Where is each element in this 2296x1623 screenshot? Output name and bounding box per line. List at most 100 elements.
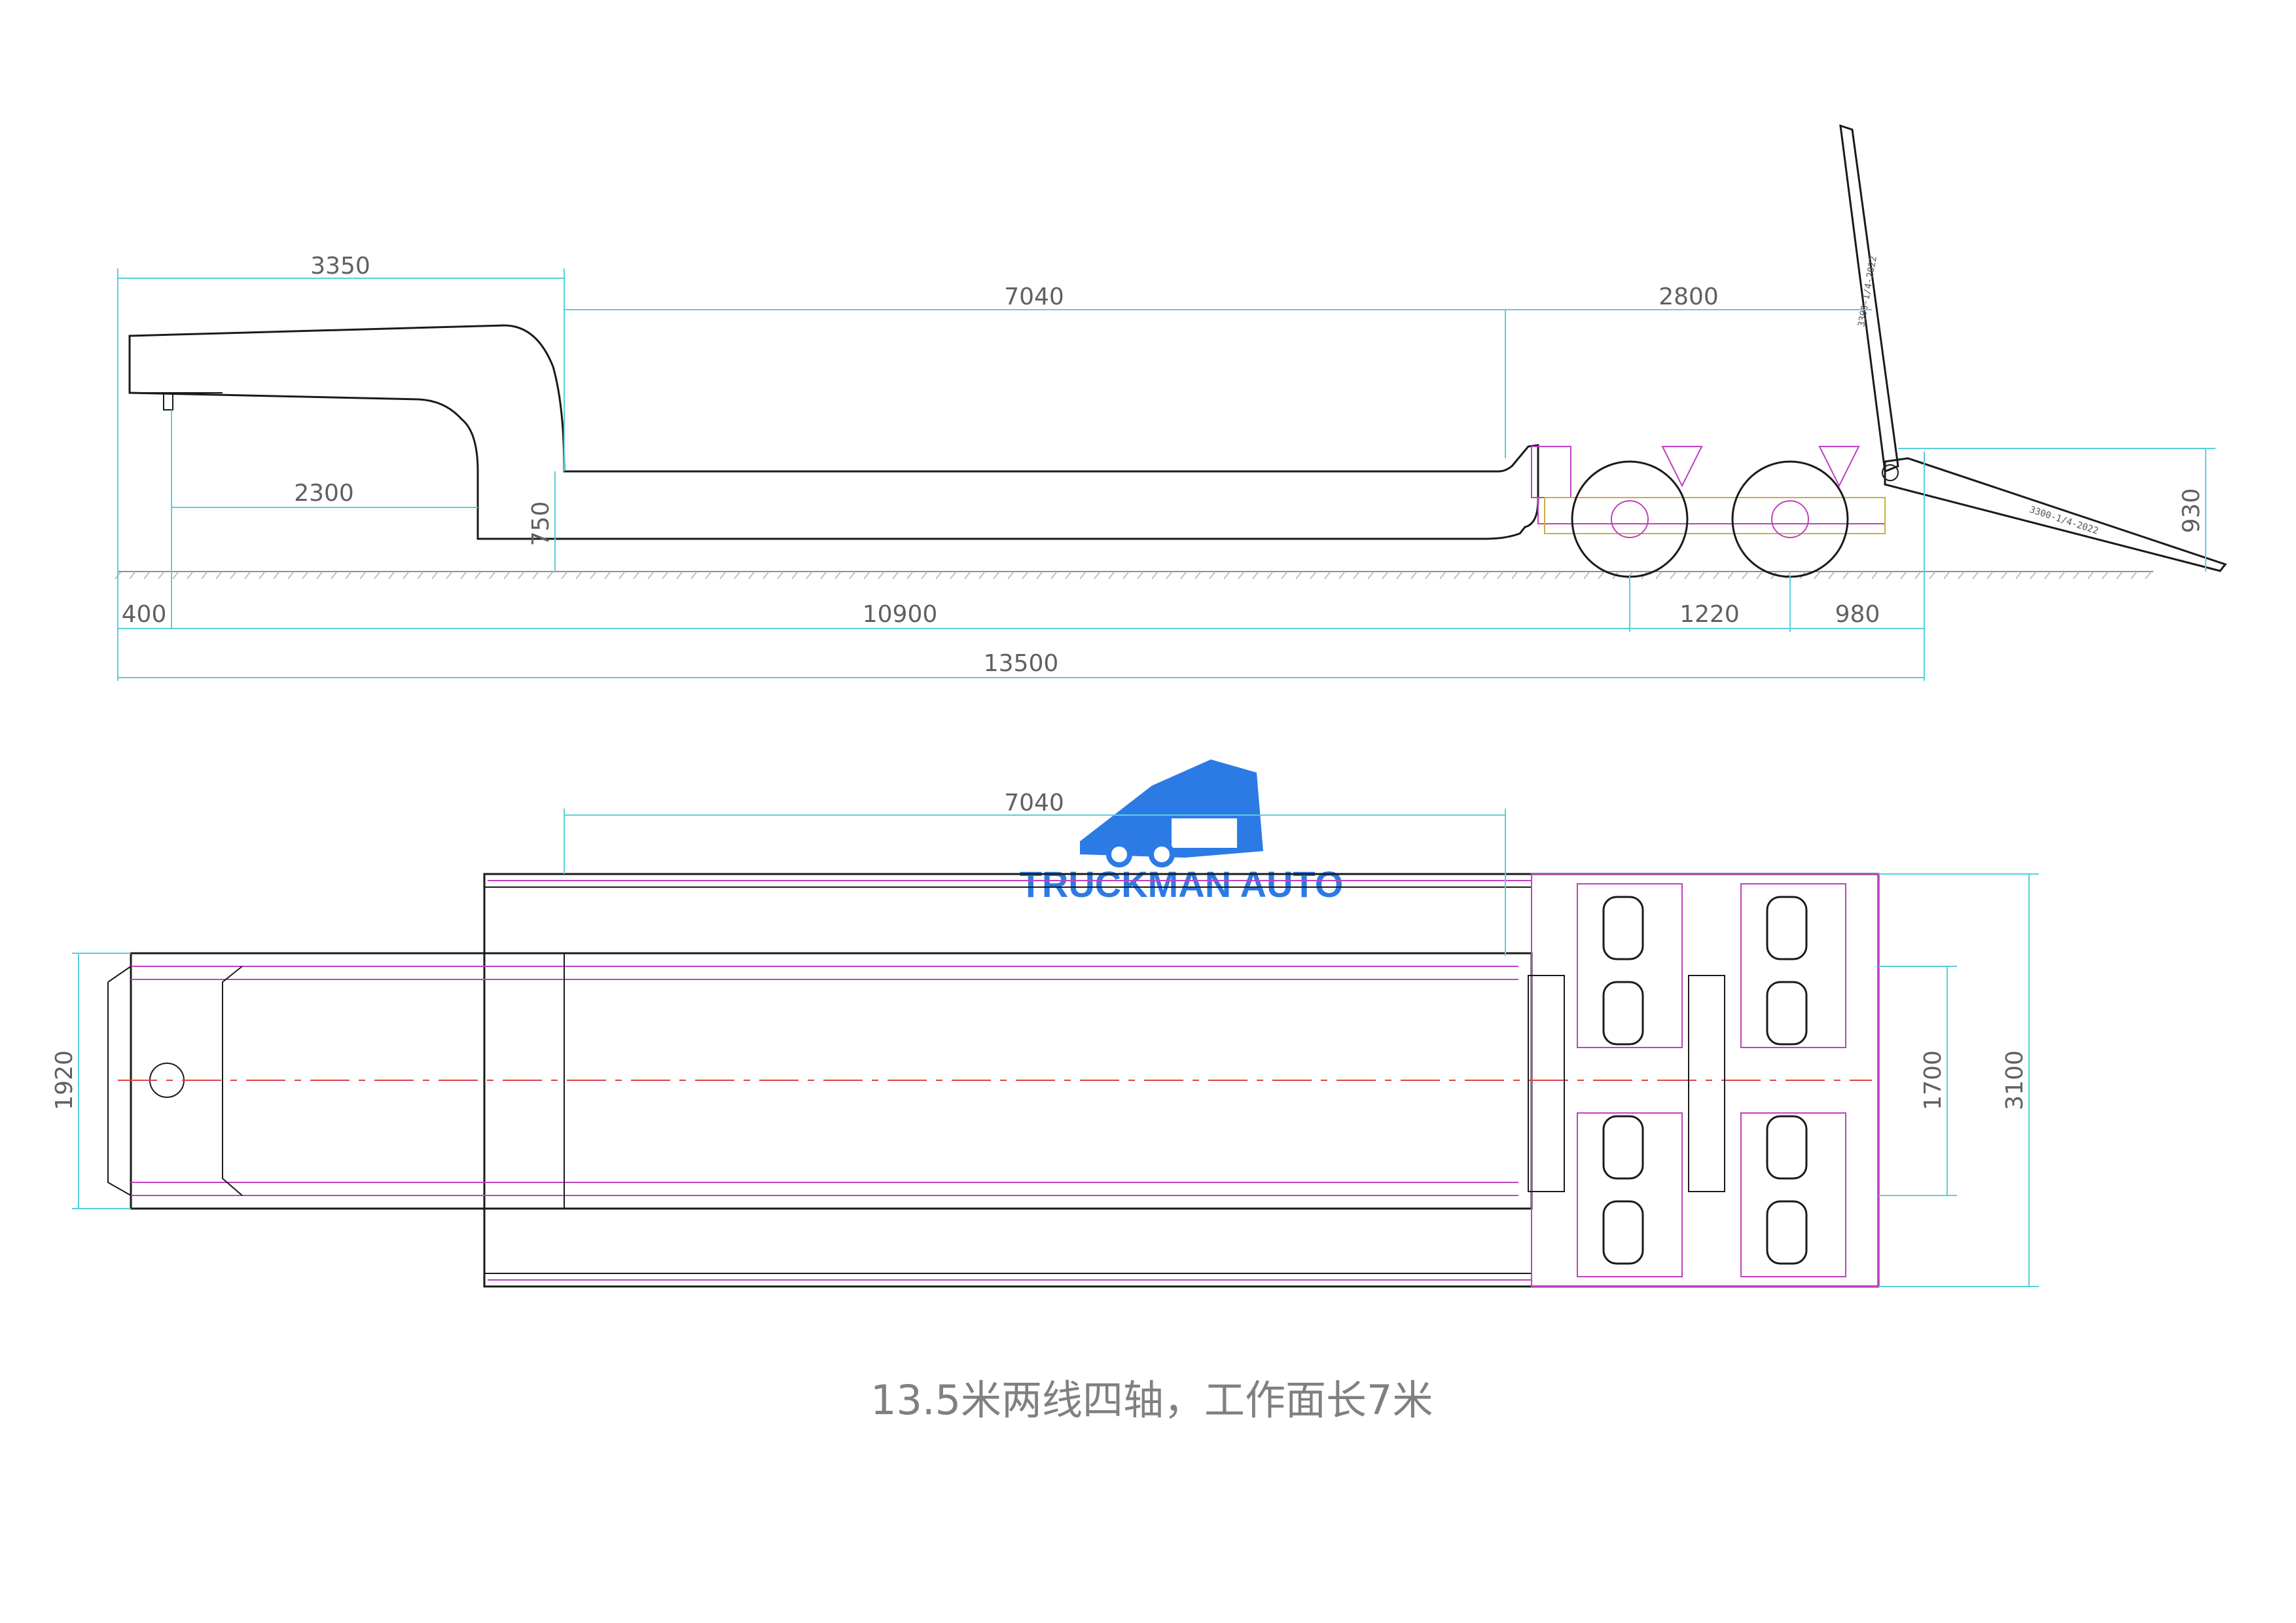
- dim-deck-height: 750: [528, 501, 554, 547]
- hatch-mark: [1137, 571, 1144, 579]
- hatch-mark: [820, 571, 827, 579]
- hatch-mark: [1972, 571, 1979, 579]
- brand-logo: TRUCKMAN AUTO: [1020, 759, 1344, 905]
- hatch-mark: [1540, 571, 1547, 579]
- hatch-mark: [244, 571, 251, 579]
- dim-neck-base: 2300: [294, 480, 354, 507]
- side-view: 3300-1/4-2022 3300-1/4-2022 3350 7040 28…: [115, 124, 2227, 681]
- hatch-mark: [1943, 571, 1950, 579]
- hatch-mark: [359, 571, 367, 579]
- wheel-top: [1766, 896, 1808, 960]
- hatch-mark: [1367, 571, 1374, 579]
- hatch-mark: [273, 571, 280, 579]
- hatch-mark: [1497, 571, 1504, 579]
- hatch-mark: [2073, 571, 2080, 579]
- hatch-mark: [417, 571, 424, 579]
- hatch-mark: [1036, 571, 1043, 579]
- hatch-mark: [691, 571, 698, 579]
- wheel-top: [1766, 1115, 1808, 1180]
- hatch-mark: [1252, 571, 1259, 579]
- hatch-mark: [1583, 571, 1590, 579]
- dim-axle-spacing: 1220: [1679, 601, 1740, 628]
- hatch-mark: [1482, 571, 1490, 579]
- hatch-mark: [1353, 571, 1360, 579]
- hatch-mark: [1065, 571, 1072, 579]
- hatch-mark: [619, 571, 626, 579]
- hatch-mark: [2044, 571, 2051, 579]
- hatch-mark: [705, 571, 712, 579]
- hatch-mark: [863, 571, 870, 579]
- hatch-mark: [2130, 571, 2138, 579]
- hatch-mark: [1454, 571, 1461, 579]
- hatch-mark: [431, 571, 439, 579]
- dim-rear-overhang: 980: [1835, 601, 1880, 628]
- hatch-mark: [388, 571, 395, 579]
- truck-wheel-icon: [1106, 841, 1132, 867]
- side-dimensions: [117, 268, 2215, 681]
- hatch-mark: [662, 571, 669, 579]
- hatch-mark: [129, 571, 136, 579]
- hatch-mark: [1425, 571, 1432, 579]
- hatch-mark: [1713, 571, 1720, 579]
- hatch-mark: [878, 571, 885, 579]
- hatch-mark: [921, 571, 928, 579]
- hatch-mark: [201, 571, 208, 579]
- hatch-mark: [1871, 571, 1878, 579]
- hatch-mark: [1900, 571, 1907, 579]
- brand-name: TRUCKMAN AUTO: [1020, 864, 1344, 905]
- hatch-mark: [748, 571, 755, 579]
- hatch-mark: [2087, 571, 2094, 579]
- hatch-mark: [1180, 571, 1187, 579]
- bogie-top: [1528, 873, 1879, 1287]
- hatch-mark: [647, 571, 655, 579]
- hatch-mark: [215, 571, 223, 579]
- hatch-mark: [1598, 571, 1605, 579]
- hatch-mark: [1266, 571, 1274, 579]
- hatch-mark: [158, 571, 165, 579]
- hatch-mark: [1554, 571, 1562, 579]
- hatch-mark: [1079, 571, 1086, 579]
- hatch-mark: [1151, 571, 1158, 579]
- hatch-mark: [1986, 571, 1994, 579]
- hatch-mark: [1094, 571, 1101, 579]
- hatch-mark: [676, 571, 683, 579]
- hatch-mark: [403, 571, 410, 579]
- dim-neck-width: 1920: [51, 1050, 78, 1110]
- ramp-hinge: [1882, 464, 1899, 481]
- hatch-mark: [1022, 571, 1029, 579]
- truck-window: [1172, 818, 1237, 848]
- hatch-mark: [374, 571, 381, 579]
- hatch-mark: [978, 571, 986, 579]
- ramp-mark-2: 3300-1/4-2022: [2028, 505, 2100, 537]
- hatch-mark: [1007, 571, 1014, 579]
- dim-rear-length: 2800: [1659, 283, 1719, 310]
- hatch-mark: [489, 571, 496, 579]
- hatch-mark: [1281, 571, 1288, 579]
- hatch-mark: [1569, 571, 1576, 579]
- hatch-mark: [1698, 571, 1706, 579]
- hatch-mark: [1324, 571, 1331, 579]
- hatch-mark: [1439, 571, 1446, 579]
- hatch-mark: [1684, 571, 1691, 579]
- hatch-mark: [1511, 571, 1518, 579]
- hatch-mark: [2116, 571, 2123, 579]
- wheel-top: [1766, 1200, 1808, 1265]
- hatch-mark: [633, 571, 640, 579]
- hatch-mark: [1338, 571, 1346, 579]
- ramp-mark-1: 3300-1/4-2022: [1856, 255, 1879, 328]
- suspension: [1544, 497, 1886, 534]
- hatch-mark: [143, 571, 151, 579]
- hatch-mark: [1655, 571, 1662, 579]
- hatch-mark: [331, 571, 338, 579]
- hatch-mark: [1958, 571, 1965, 579]
- hatch-mark: [1857, 571, 1864, 579]
- hatch-mark: [590, 571, 597, 579]
- hatch-mark: [2030, 571, 2037, 579]
- hatch-mark: [575, 571, 583, 579]
- dim-top-deck-length: 7040: [1004, 790, 1064, 816]
- dim-front-overhang: 400: [122, 601, 167, 628]
- hatch-mark: [734, 571, 741, 579]
- hatch-mark: [1914, 571, 1922, 579]
- hatch-mark: [1166, 571, 1173, 579]
